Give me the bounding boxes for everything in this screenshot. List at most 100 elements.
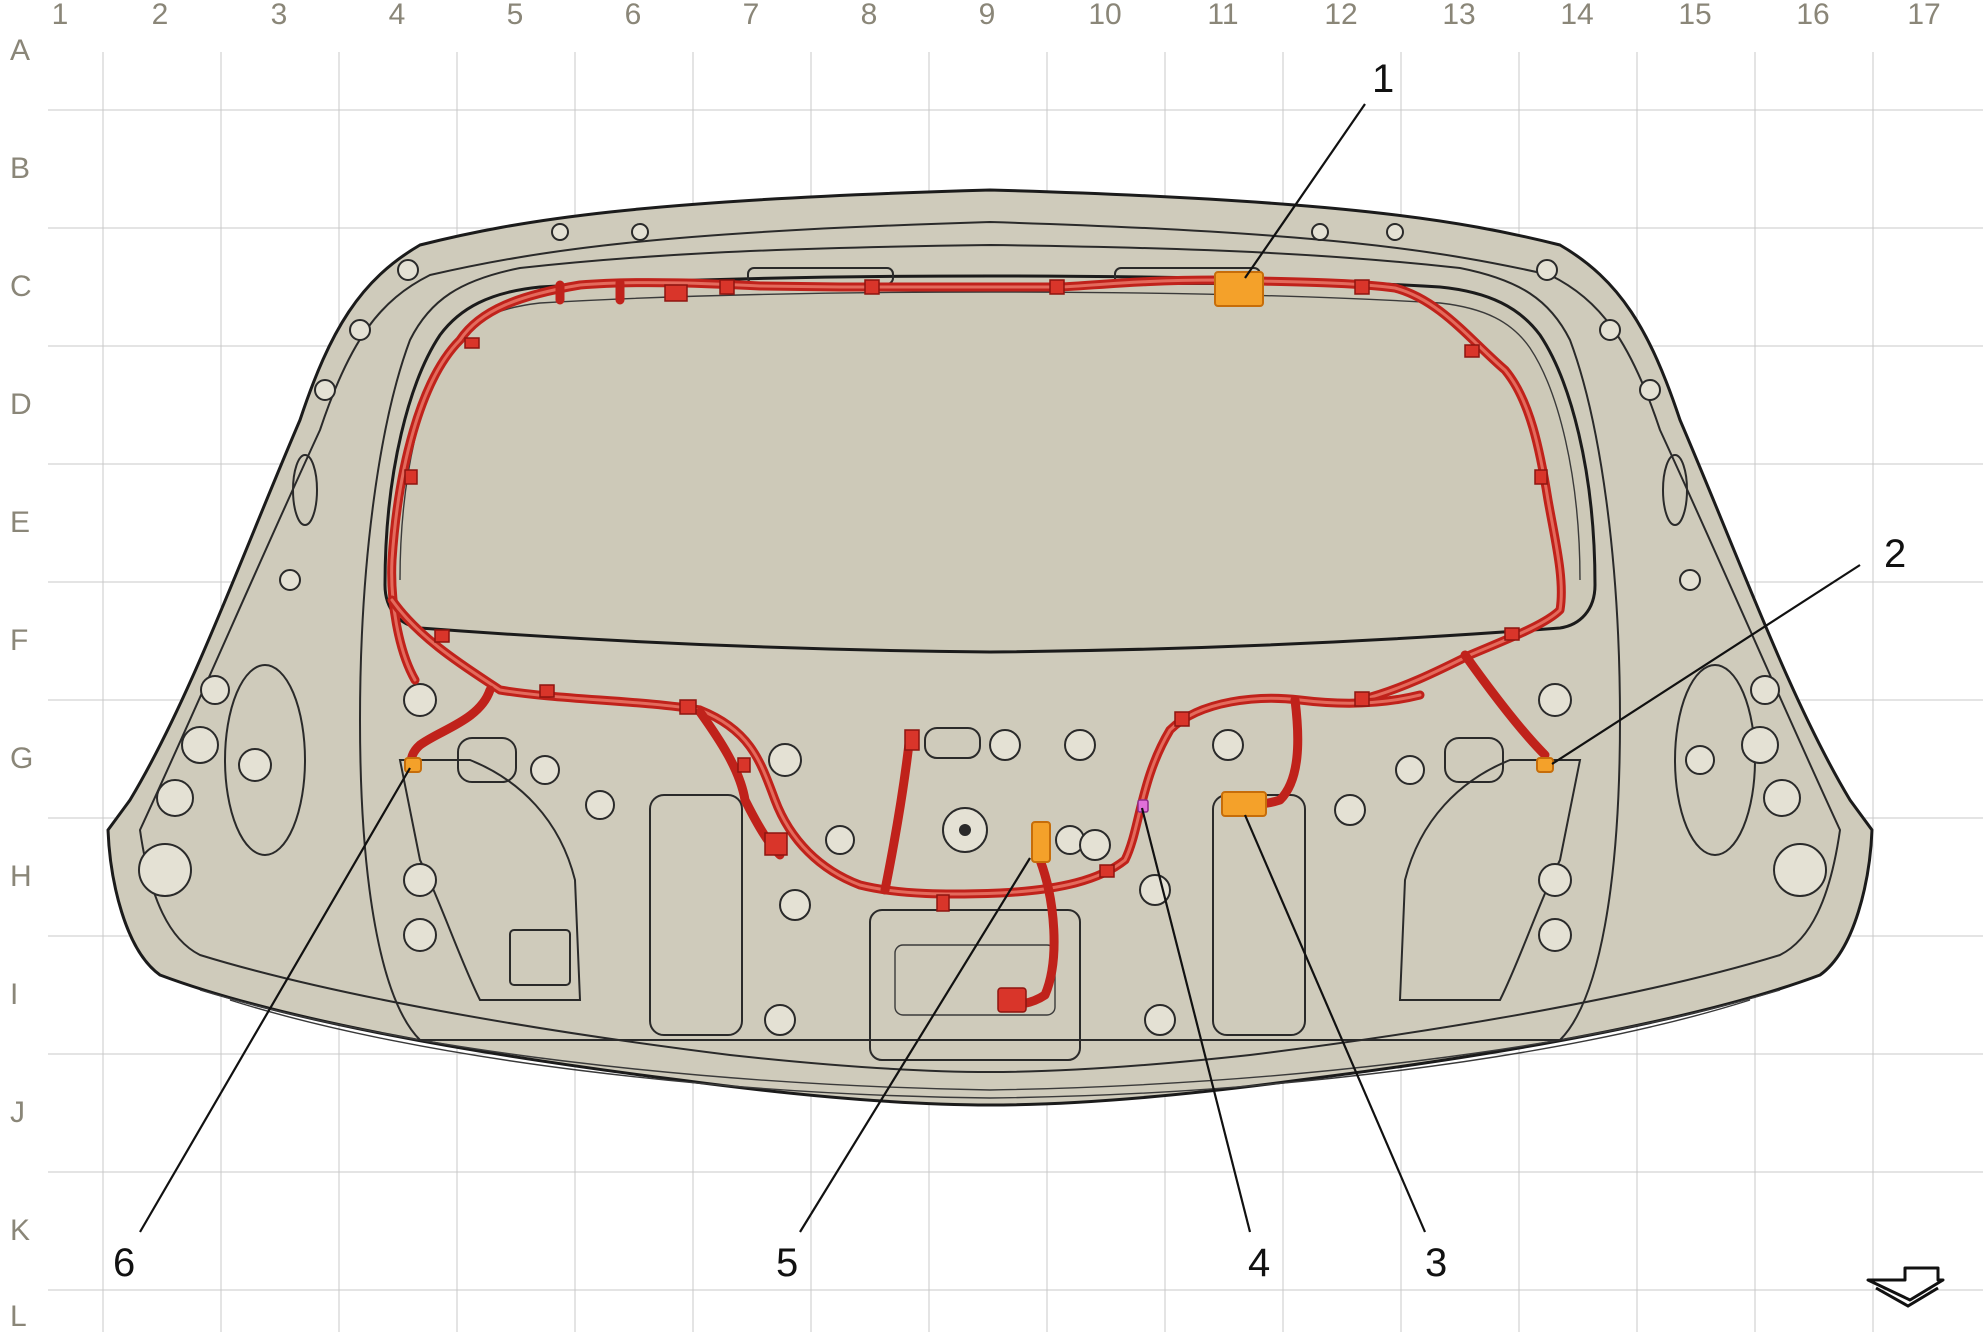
harness-clip: [1049, 279, 1065, 295]
mount-hole: [1773, 843, 1827, 897]
grid-col-label: 16: [1796, 0, 1829, 31]
grid-row-label: A: [10, 34, 30, 67]
mount-hole: [1750, 675, 1780, 705]
connector-1: [1214, 271, 1264, 307]
leader-line-5: [799, 857, 1031, 1233]
callout-3: 3: [1425, 1241, 1447, 1285]
mount-hole: [1212, 729, 1244, 761]
mount-hole: [1334, 794, 1366, 826]
grid-col-label: 1: [52, 0, 69, 31]
mount-hole: [1763, 779, 1801, 817]
mount-hole: [631, 223, 649, 241]
mount-hole: [585, 790, 615, 820]
license-lamp-connector: [997, 987, 1027, 1013]
direction-arrow-icon: [1866, 1266, 1945, 1308]
mount-hole-center: [959, 824, 971, 836]
grid-row-label: B: [10, 152, 30, 185]
mount-hole: [156, 779, 194, 817]
mount-hole: [551, 223, 569, 241]
license-lamp-housing: [894, 944, 1056, 1016]
mount-hole: [768, 743, 802, 777]
mount-hole: [1139, 874, 1171, 906]
tailgate-lower-lip-2: [229, 999, 1751, 1099]
harness-clip: [434, 629, 450, 643]
harness-clip: [737, 757, 751, 773]
callout-4: 4: [1248, 1241, 1270, 1285]
connector-5: [1031, 821, 1051, 863]
mount-hole: [403, 683, 437, 717]
mount-hole: [1679, 569, 1701, 591]
mount-hole: [403, 863, 437, 897]
grid-col-label: 9: [979, 0, 996, 31]
lower-bay-left: [649, 794, 743, 1036]
connectors: [404, 271, 1554, 863]
left-side-upper-oval: [292, 454, 318, 526]
grid-col-label: 12: [1324, 0, 1357, 31]
latch-mount-right: [1444, 737, 1504, 783]
latch-mount-left: [457, 737, 517, 783]
grid-row-label: I: [10, 978, 18, 1011]
grid-col-label: 15: [1678, 0, 1711, 31]
grid-col-label: 8: [861, 0, 878, 31]
license-plate-recess: [869, 909, 1081, 1061]
mount-hole: [349, 319, 371, 341]
grid-col-label: 10: [1088, 0, 1121, 31]
harness-clip: [904, 729, 920, 751]
callout-5: 5: [776, 1241, 798, 1285]
harness-clip: [539, 684, 555, 698]
grid-column-labels: 1 2 3 4 5 6 7 8 9 10 11 12 13 14 15 16 1…: [52, 0, 1941, 31]
harness-clip: [679, 699, 697, 715]
harness-clip: [404, 469, 418, 485]
grid-col-label: 14: [1560, 0, 1593, 31]
grid-col-label: 6: [625, 0, 642, 31]
grid-row-label: K: [10, 1214, 30, 1247]
mount-hole: [530, 755, 560, 785]
mount-hole: [825, 825, 855, 855]
harness-clip: [1504, 627, 1520, 641]
harness-clips: [404, 279, 1548, 1013]
harness-branch-center-down: [880, 730, 915, 895]
grid-row-label: H: [10, 860, 32, 893]
harness-clip: [464, 337, 480, 349]
mount-hole: [1538, 863, 1572, 897]
mount-hole: [1741, 726, 1779, 764]
rear-window-glass: [383, 274, 1597, 654]
grid-col-label: 3: [271, 0, 288, 31]
leader-line-4: [1140, 807, 1252, 1233]
grid-col-label: 13: [1442, 0, 1475, 31]
harness-clip: [1099, 864, 1115, 878]
grid-row-label: J: [10, 1096, 25, 1129]
mount-hole: [779, 889, 811, 921]
harness-left-lower-branch-core: [390, 598, 1422, 896]
harness-clip: [1354, 279, 1370, 295]
wiring-harness: [387, 271, 1566, 1013]
mount-hole: [1639, 379, 1661, 401]
grid-row-label: E: [10, 506, 30, 539]
leader-line-3: [1243, 814, 1427, 1233]
grid-col-label: 17: [1907, 0, 1940, 31]
grid-row-labels: A B C D E F G H I J K L: [10, 34, 33, 1332]
callout-6: 6: [113, 1241, 135, 1285]
mount-hole: [403, 918, 437, 952]
mount-hole: [1386, 223, 1404, 241]
callout-2: 2: [1884, 532, 1906, 576]
lower-right-pocket: [1398, 759, 1582, 1001]
harness-clip: [864, 279, 880, 295]
tailgate-panel: [106, 188, 1874, 1107]
mount-hole: [279, 569, 301, 591]
mount-hole: [1144, 1004, 1176, 1036]
mount-hole: [314, 379, 336, 401]
mount-hole: [1685, 745, 1715, 775]
harness-clip: [1464, 344, 1480, 358]
connector-3: [1221, 791, 1267, 817]
grid-row-label: D: [10, 388, 32, 421]
mount-hole: [138, 843, 192, 897]
harness-clip: [1354, 691, 1370, 707]
harness-clip: [664, 284, 688, 302]
grid-row-label: F: [10, 624, 28, 657]
leader-line-1: [1244, 103, 1366, 279]
leader-line-6: [139, 767, 411, 1233]
grid-col-label: 5: [507, 0, 524, 31]
grid-col-label: 7: [743, 0, 760, 31]
